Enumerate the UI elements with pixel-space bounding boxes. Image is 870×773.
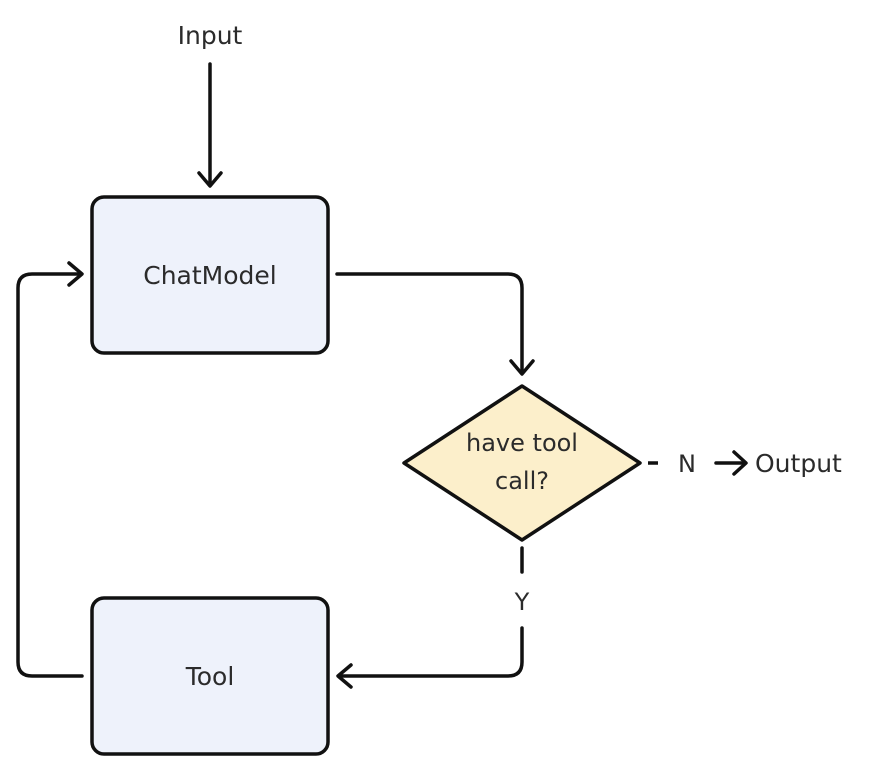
output-arrowhead	[732, 450, 748, 476]
yes-branch-label: Y	[514, 588, 530, 616]
decision-arrowhead	[509, 359, 535, 376]
chatmodel-node	[90, 195, 330, 355]
tool-arrowhead	[336, 663, 353, 689]
tool-to-chatmodel-loop-edge	[16, 272, 84, 678]
tool-label: Tool	[185, 662, 235, 691]
decision-node	[402, 384, 642, 542]
yes-branch-to-tool-edge	[338, 626, 524, 678]
chatmodel-to-decision-edge	[335, 272, 524, 374]
input-arrowhead	[197, 171, 223, 188]
output-label: Output	[755, 449, 842, 478]
decision-label-line1: have tool	[466, 429, 578, 457]
tool-node	[90, 596, 330, 756]
no-branch-label: N	[678, 450, 696, 478]
input-label: Input	[178, 21, 243, 50]
chatmodel-label: ChatModel	[143, 261, 276, 290]
loop-arrowhead	[67, 261, 84, 287]
decision-label-line2: call?	[495, 467, 549, 495]
